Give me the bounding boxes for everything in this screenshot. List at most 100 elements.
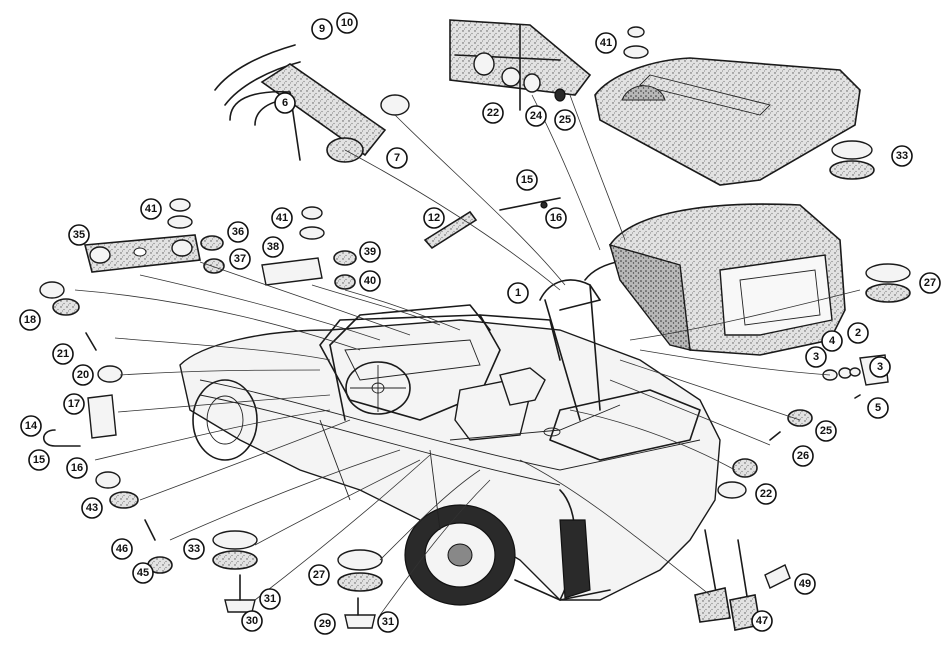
callout-40: 40 — [359, 270, 381, 292]
callout-3: 3 — [805, 346, 827, 368]
callout-14: 14 — [20, 415, 42, 437]
callout-41: 41 — [140, 198, 162, 220]
callout-label: 33 — [896, 150, 908, 162]
callout-27: 27 — [308, 564, 330, 586]
callout-30: 30 — [241, 610, 263, 632]
callout-label: 38 — [267, 241, 279, 253]
callout-5: 5 — [867, 397, 889, 419]
callout-label: 21 — [57, 348, 69, 360]
callout-label: 25 — [820, 425, 832, 437]
callout-label: 31 — [382, 616, 394, 628]
callout-label: 9 — [319, 23, 325, 35]
callout-label: 16 — [71, 462, 83, 474]
callout-label: 41 — [600, 37, 612, 49]
callout-6: 6 — [274, 92, 296, 114]
callout-24: 24 — [525, 105, 547, 127]
callout-label: 39 — [364, 246, 376, 258]
callout-1: 1 — [507, 282, 529, 304]
callout-label: 20 — [77, 369, 89, 381]
callout-20: 20 — [72, 364, 94, 386]
callout-label: 31 — [264, 593, 276, 605]
callout-label: 12 — [428, 212, 440, 224]
callout-35: 35 — [68, 224, 90, 246]
header-rail — [449, 19, 592, 111]
callout-label: 26 — [797, 450, 809, 462]
callout-label: 16 — [550, 212, 562, 224]
callout-22: 22 — [482, 102, 504, 124]
callout-16: 16 — [66, 457, 88, 479]
callout-18: 18 — [19, 309, 41, 331]
callout-26: 26 — [792, 445, 814, 467]
callout-17: 17 — [63, 393, 85, 415]
callout-label: 41 — [276, 212, 288, 224]
callout-label: 22 — [760, 488, 772, 500]
callout-47: 47 — [751, 610, 773, 632]
callout-label: 24 — [530, 110, 543, 122]
callout-15: 15 — [516, 169, 538, 191]
callout-25: 25 — [815, 420, 837, 442]
callout-45: 45 — [132, 562, 154, 584]
callout-29: 29 — [314, 613, 336, 635]
callout-12: 12 — [423, 207, 445, 229]
callout-label: 18 — [24, 314, 36, 326]
callout-39: 39 — [359, 241, 381, 263]
leader-lines — [74, 94, 861, 616]
callout-label: 43 — [86, 502, 98, 514]
callout-label: 36 — [232, 226, 244, 238]
callout-38: 38 — [262, 236, 284, 258]
callout-16: 16 — [545, 207, 567, 229]
callout-label: 17 — [68, 398, 80, 410]
callout-label: 29 — [319, 618, 331, 630]
callout-label: 5 — [875, 402, 881, 414]
callout-label: 46 — [116, 543, 128, 555]
callout-15: 15 — [28, 449, 50, 471]
callout-label: 41 — [145, 203, 157, 215]
callout-label: 1 — [515, 287, 521, 299]
callout-label: 40 — [364, 275, 376, 287]
callout-46: 46 — [111, 538, 133, 560]
callout-label: 27 — [924, 277, 936, 289]
callout-label: 7 — [394, 152, 400, 164]
callout-label: 3 — [877, 361, 883, 373]
callout-22: 22 — [755, 483, 777, 505]
callout-31: 31 — [259, 588, 281, 610]
callout-41: 41 — [595, 32, 617, 54]
callout-label: 49 — [799, 578, 811, 590]
callout-label: 45 — [137, 567, 149, 579]
callout-label: 4 — [829, 335, 836, 347]
callout-label: 25 — [559, 114, 571, 126]
callout-21: 21 — [52, 343, 74, 365]
callout-label: 47 — [756, 615, 768, 627]
callout-label: 33 — [188, 543, 200, 555]
callout-label: 15 — [521, 174, 533, 186]
hood-assembly — [608, 203, 846, 356]
callout-label: 15 — [33, 454, 45, 466]
callout-label: 22 — [487, 107, 499, 119]
callout-41: 41 — [271, 207, 293, 229]
callout-43: 43 — [81, 497, 103, 519]
callout-label: 14 — [25, 420, 38, 432]
callout-49: 49 — [794, 573, 816, 595]
callout-label: 27 — [313, 569, 325, 581]
callout-label: 37 — [234, 253, 246, 265]
callout-label: 10 — [341, 17, 353, 29]
callout-label: 2 — [855, 327, 861, 339]
callout-9: 9 — [311, 18, 333, 40]
callout-3: 3 — [869, 356, 891, 378]
callout-label: 3 — [813, 351, 819, 363]
callout-label: 6 — [282, 97, 288, 109]
callout-33: 33 — [891, 145, 913, 167]
callout-7: 7 — [386, 147, 408, 169]
callout-2: 2 — [847, 322, 869, 344]
callout-label: 35 — [73, 229, 85, 241]
hood-cover-panel — [594, 57, 861, 186]
callout-25: 25 — [554, 109, 576, 131]
callout-33: 33 — [183, 538, 205, 560]
callout-10: 10 — [336, 12, 358, 34]
windscreen-rail — [214, 44, 387, 161]
callout-4: 4 — [821, 330, 843, 352]
callout-label: 30 — [246, 615, 258, 627]
callout-36: 36 — [227, 221, 249, 243]
callout-27: 27 — [919, 272, 941, 294]
